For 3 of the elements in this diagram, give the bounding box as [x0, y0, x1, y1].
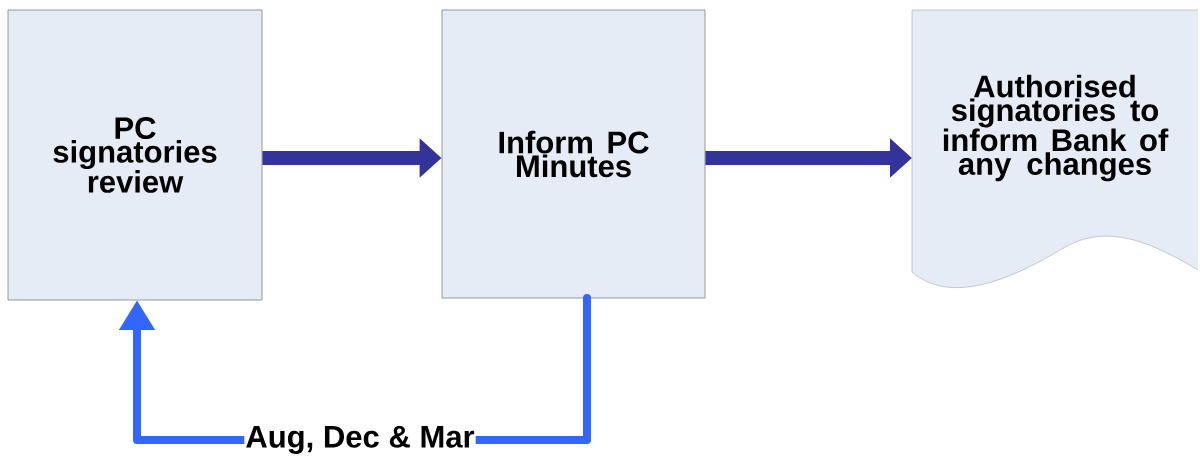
- process-box: Inform PC Minutes: [441, 9, 706, 299]
- edge-label: Aug, Dec & Mar: [244, 425, 476, 455]
- process-box: PC signatories review: [7, 9, 263, 301]
